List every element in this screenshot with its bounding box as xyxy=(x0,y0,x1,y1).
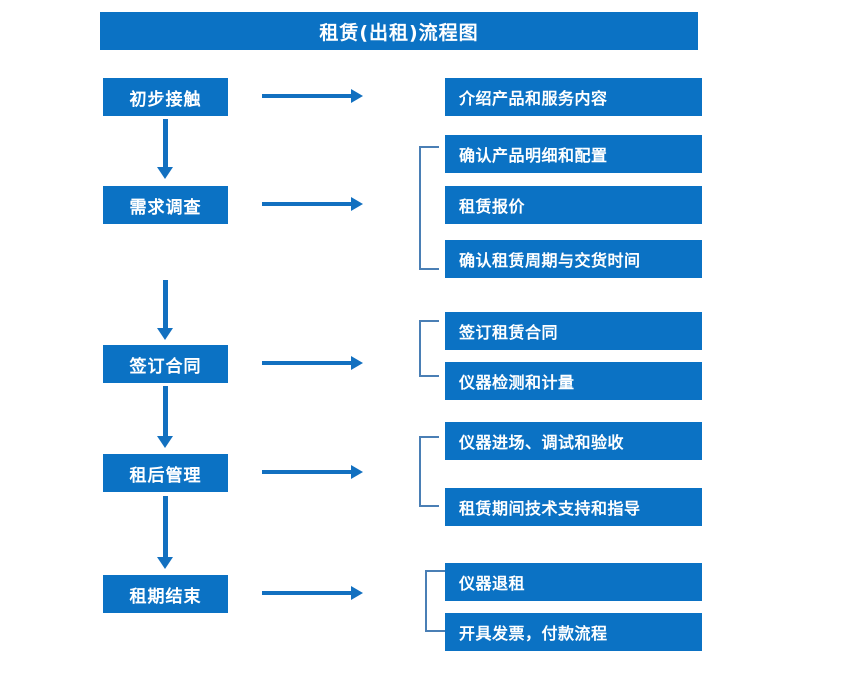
group-bracket-2 xyxy=(419,146,439,270)
detail-box-sign-rental-contract[interactable]: 签订租赁合同 xyxy=(445,312,702,350)
group-bracket-5 xyxy=(425,570,445,632)
detail-box-introduce-products[interactable]: 介绍产品和服务内容 xyxy=(445,78,702,116)
detail-box-instrument-return[interactable]: 仪器退租 xyxy=(445,563,702,601)
horizontal-arrow-icon-2 xyxy=(262,196,363,212)
vertical-arrow-icon-1 xyxy=(157,119,173,179)
vertical-arrow-icon-2 xyxy=(157,280,173,340)
detail-box-rental-quotation[interactable]: 租赁报价 xyxy=(445,186,702,224)
stage-box-sign-contract[interactable]: 签订合同 xyxy=(103,345,228,383)
group-bracket-3 xyxy=(419,320,439,377)
stage-box-post-rental-management[interactable]: 租后管理 xyxy=(103,454,228,492)
detail-box-invoice-payment[interactable]: 开具发票，付款流程 xyxy=(445,613,702,651)
horizontal-arrow-icon-1 xyxy=(262,88,363,104)
vertical-arrow-icon-3 xyxy=(157,386,173,448)
stage-box-initial-contact[interactable]: 初步接触 xyxy=(103,78,228,116)
horizontal-arrow-icon-5 xyxy=(262,585,363,601)
stage-box-rental-end[interactable]: 租期结束 xyxy=(103,575,228,613)
vertical-arrow-icon-4 xyxy=(157,496,173,569)
flowchart-title: 租赁(出租)流程图 xyxy=(100,12,698,50)
stage-box-requirement-survey[interactable]: 需求调查 xyxy=(103,186,228,224)
horizontal-arrow-icon-4 xyxy=(262,464,363,480)
detail-box-confirm-product-details[interactable]: 确认产品明细和配置 xyxy=(445,135,702,173)
detail-box-technical-support[interactable]: 租赁期间技术支持和指导 xyxy=(445,488,702,526)
detail-box-confirm-rental-period[interactable]: 确认租赁周期与交货时间 xyxy=(445,240,702,278)
group-bracket-4 xyxy=(419,436,439,507)
horizontal-arrow-icon-3 xyxy=(262,355,363,371)
detail-box-instrument-inspection[interactable]: 仪器检测和计量 xyxy=(445,362,702,400)
detail-box-instrument-delivery-commissioning[interactable]: 仪器进场、调试和验收 xyxy=(445,422,702,460)
